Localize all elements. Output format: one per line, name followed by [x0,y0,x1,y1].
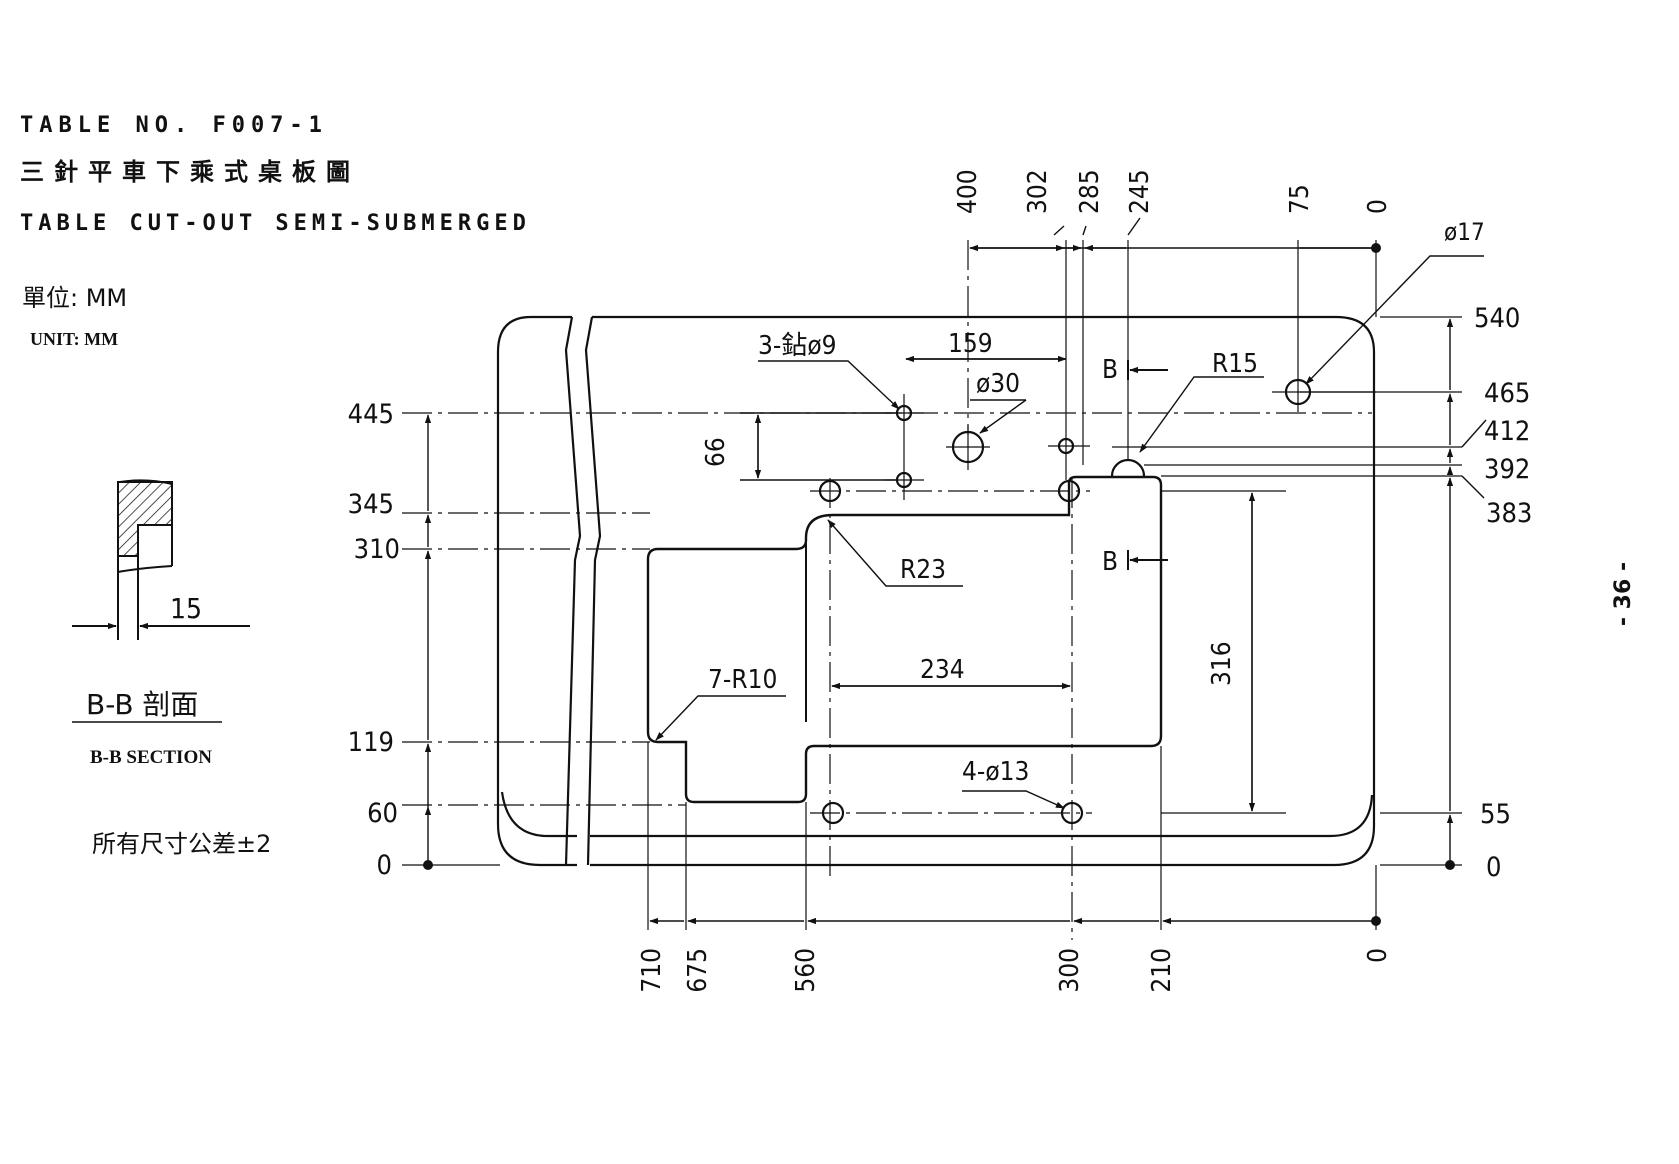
right-dim-0: 0 [1486,852,1501,883]
left-dim-60: 60 [367,798,398,829]
top-dimension-labels: 400 302 285 245 75 0 [953,169,1393,214]
dim-66-label: 66 [701,437,731,467]
dim-316-label: 316 [1207,641,1237,686]
section-thickness-label: 15 [170,592,202,625]
left-dimension-labels: 445 345 310 119 60 0 [348,399,400,881]
unit-chinese: 單位: MM [22,284,127,312]
right-dim-392: 392 [1484,454,1530,485]
tolerance-note: 所有尺寸公差±2 [92,830,271,858]
drill-callout: 3-鉆ø9 [758,331,837,361]
top-dim-400: 400 [953,169,983,214]
r10-callout: 7-R10 [708,665,777,695]
right-dim-55: 55 [1480,799,1511,830]
dim-234-label: 234 [920,655,965,685]
section-detail [72,480,250,722]
left-dim-310: 310 [354,534,400,565]
top-dim-245: 245 [1125,169,1155,214]
top-dim-75: 75 [1285,184,1315,214]
left-dim-345: 345 [348,489,394,520]
right-dim-540: 540 [1474,303,1520,334]
bottom-dim-210: 210 [1147,948,1177,993]
bottom-dim-710: 710 [637,948,667,993]
hole13-callout: 4-ø13 [962,757,1029,787]
dim-159-label: 159 [948,329,993,359]
bottom-dim-0: 0 [1363,948,1393,963]
right-dim-412: 412 [1484,416,1530,447]
top-dim-0: 0 [1363,199,1393,214]
extension-lines [402,240,1462,930]
title-english: TABLE CUT-OUT SEMI-SUBMERGED [20,211,531,236]
notch-r15 [1112,460,1144,476]
leader-lines [656,218,1486,808]
hole30-callout: ø30 [976,369,1020,399]
top-dim-302: 302 [1023,169,1053,214]
page-number: - 36 - [1611,562,1636,626]
section-mark-lower: B [1102,547,1118,577]
left-dim-445: 445 [348,399,394,430]
title-chinese: 三針平車下乘式桌板圖 [20,158,360,186]
bottom-dim-675: 675 [683,948,713,993]
hole17-callout: ø17 [1444,218,1485,246]
top-dim-285: 285 [1075,169,1105,214]
r15-callout: R15 [1212,349,1258,379]
bottom-dim-300: 300 [1055,948,1085,993]
right-dimension-labels: 540 465 412 392 383 55 0 [1474,303,1532,883]
bottom-dimension-labels: 710 675 560 300 210 0 [637,948,1393,993]
table-number: TABLE NO. F007-1 [20,113,328,138]
left-dim-0: 0 [377,850,392,881]
section-label-english: B-B SECTION [90,747,212,768]
left-dim-119: 119 [348,727,394,758]
section-mark-upper: B [1102,355,1118,385]
bottom-dim-560: 560 [791,948,821,993]
right-dim-465: 465 [1484,378,1530,409]
hole-centerlines [810,372,1376,940]
unit-english: UNIT: MM [30,329,118,349]
callout-labels: 3-鉆ø9 159 ø30 ø17 R15 R23 7-R10 234 4-ø1… [701,218,1485,787]
sewing-machine-cutout [648,477,1161,802]
right-dim-383: 383 [1486,498,1532,529]
section-label-chinese: B-B 剖面 [86,688,198,721]
table-outline [498,317,1374,865]
r23-callout: R23 [900,555,946,585]
